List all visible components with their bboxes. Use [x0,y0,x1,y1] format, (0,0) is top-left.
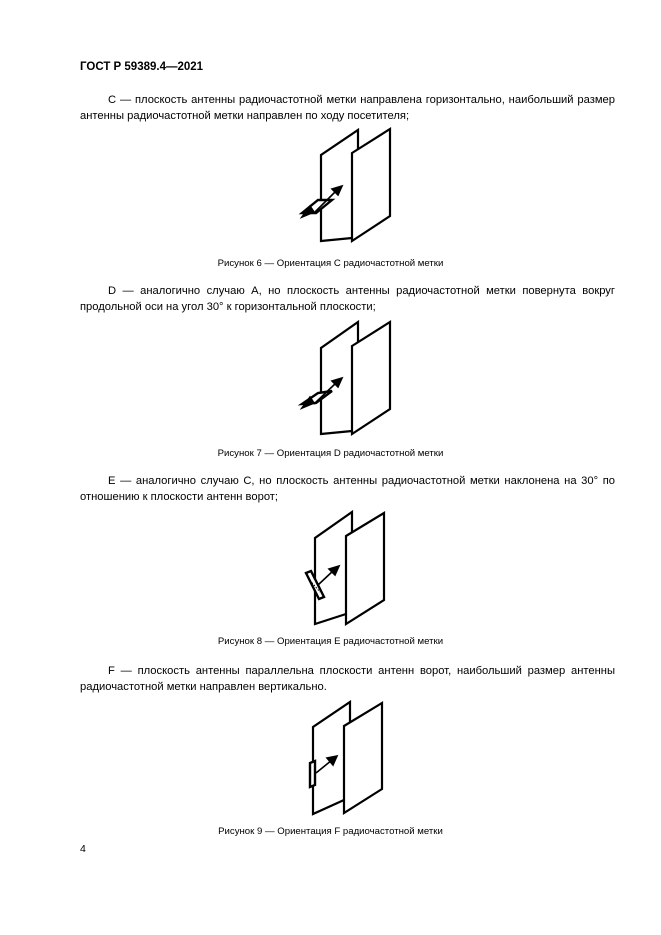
rfid-tag-icon [308,759,317,789]
paragraph-orientation-e: Е — аналогично случаю С, но плоскость ан… [80,473,615,505]
paragraph-text: С — плоскость антенны радиочастотной мет… [80,94,615,122]
paragraph-text: D — аналогично случаю А, но плоскость ан… [80,285,615,313]
rfid-tag-icon [304,569,326,601]
figure-9-caption: Рисунок 9 — Ориентация F радиочастотной … [218,826,443,837]
paragraph-orientation-f: F — плоскость антенны параллельна плоско… [80,663,615,695]
figure-6-caption: Рисунок 6 — Ориентация С радиочастотной … [217,258,444,269]
document-header: ГОСТ Р 59389.4—2021 [80,61,204,73]
paragraph-orientation-c: С — плоскость антенны радиочастотной мет… [80,92,615,124]
direction-arrow-icon [299,376,344,410]
paragraph-orientation-d: D — аналогично случаю А, но плоскость ан… [80,283,615,315]
page-number: 4 [80,843,86,855]
paragraph-text: Е — аналогично случаю С, но плоскость ан… [80,475,615,503]
direction-arrow-icon [315,754,339,774]
paragraph-text: F — плоскость антенны параллельна плоско… [80,665,615,693]
direction-arrow-icon [299,184,344,219]
figure-7-caption: Рисунок 7 — Ориентация D радиочастотной … [217,448,444,459]
direction-arrow-icon [317,564,341,586]
figure-8-caption: Рисунок 8 — Ориентация Е радиочастотной … [217,636,444,647]
